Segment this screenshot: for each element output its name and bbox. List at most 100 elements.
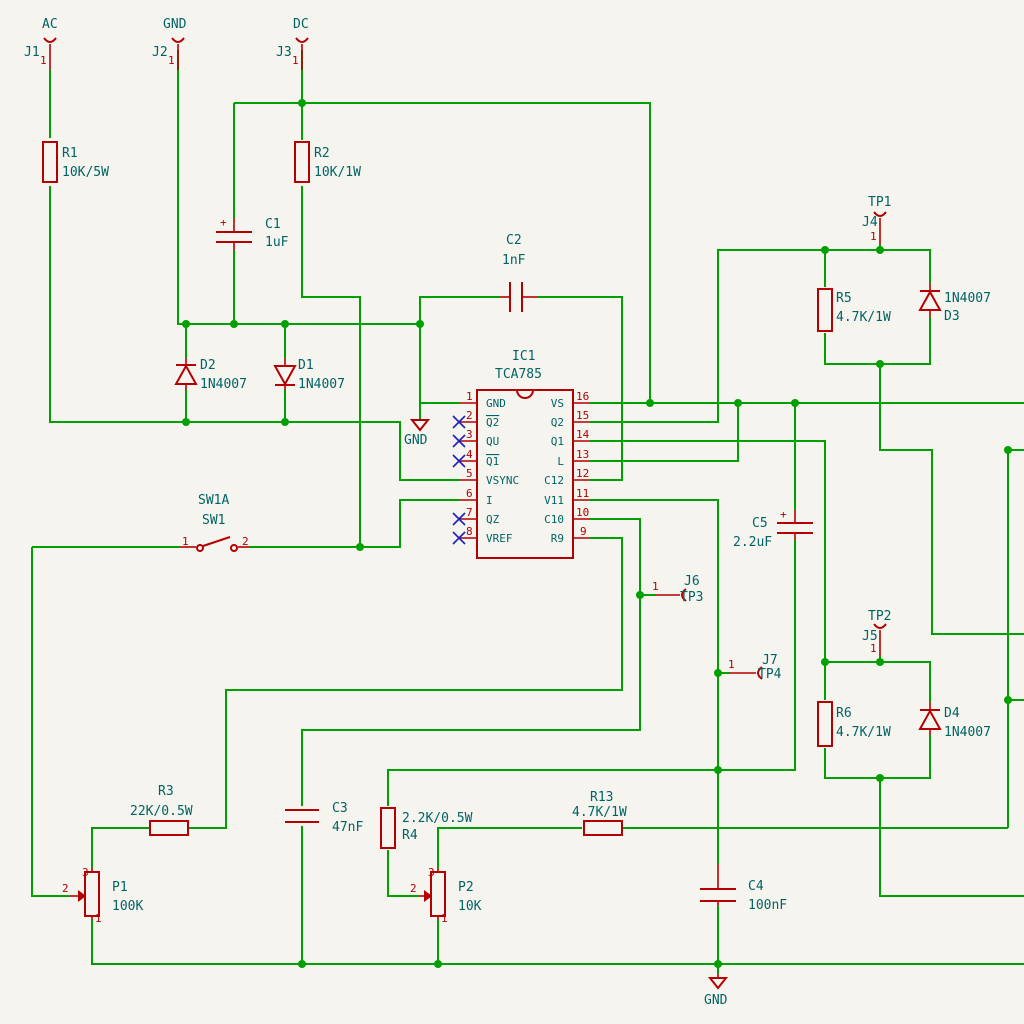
ic-pin-number: 10	[576, 506, 589, 519]
ic-ref: IC1	[512, 349, 535, 364]
resistor-r1[interactable]: R1 10K/5W	[42, 141, 109, 183]
resistor-r4[interactable]: 2.2K/0.5W R4	[380, 807, 473, 849]
resistor-r2[interactable]: R2 10K/1W	[294, 141, 361, 183]
resistor-value: 4.7K/1W	[836, 310, 891, 325]
connector-j3[interactable]: DC J3 1	[276, 17, 309, 70]
resistor-r5[interactable]: R5 4.7K/1W	[817, 288, 891, 332]
capacitor-c1[interactable]: + C1 1uF	[216, 216, 289, 250]
resistor-value: 22K/0.5W	[130, 804, 193, 819]
capacitor-c2[interactable]: C2 1nF	[500, 233, 538, 312]
gnd-label: GND	[404, 433, 428, 448]
connector-ref: J5	[862, 629, 878, 644]
ic-pin-number: 5	[466, 467, 473, 480]
diode-d1[interactable]: D1 1N4007	[273, 358, 345, 392]
resistor-value: 10K/5W	[62, 165, 109, 180]
resistor-r3[interactable]: R3 22K/0.5W	[130, 784, 193, 836]
switch-sw1[interactable]: 1 2 SW1A SW1	[180, 493, 250, 552]
capacitor-value: 1uF	[265, 235, 289, 250]
diode-value: 1N4007	[298, 377, 345, 392]
switch-pin-number: 1	[182, 535, 189, 548]
ic-pin-name: L	[557, 455, 564, 468]
ic-pin-number: 7	[466, 506, 473, 519]
ic-pin-number: 12	[576, 467, 589, 480]
resistor-ref: R13	[590, 790, 613, 805]
ic-pin-name: Q2	[551, 416, 564, 429]
capacitor-value: 47nF	[332, 820, 363, 835]
pot-p2[interactable]: 1 2 3 P2 10K	[410, 866, 482, 925]
diode-value: 1N4007	[944, 291, 991, 306]
connector-j5[interactable]: TP2 J5 1	[862, 609, 891, 656]
junction-dots	[182, 99, 1012, 968]
ic-pin-name: VSYNC	[486, 474, 519, 487]
connector-pin-number: 1	[652, 580, 659, 593]
resistor-ref: R1	[62, 146, 78, 161]
ic-pin-name: C10	[544, 513, 564, 526]
resistor-ref: R2	[314, 146, 330, 161]
ic-pin-number: 2	[466, 409, 473, 422]
ic-pin-number: 15	[576, 409, 589, 422]
ic-pin-number: 3	[466, 428, 473, 441]
diode-ref: D3	[944, 309, 960, 324]
switch-pin-number: 2	[242, 535, 249, 548]
resistor-r13[interactable]: R13 4.7K/1W	[572, 790, 627, 836]
gnd-symbol-ic: GND	[404, 419, 431, 448]
capacitor-ref: C4	[748, 879, 764, 894]
connector-pin-number: 1	[728, 658, 735, 671]
capacitor-c5[interactable]: + C5 2.2uF	[733, 508, 813, 550]
resistor-value: 2.2K/0.5W	[402, 811, 473, 826]
wires	[31, 50, 1024, 974]
ic-pin-name: I	[486, 494, 493, 507]
switch-value: SW1	[202, 513, 225, 528]
connector-j1[interactable]: AC J1 1	[24, 17, 58, 70]
ic-pin-name: V11	[544, 494, 564, 507]
polarity-plus-icon: +	[780, 508, 787, 521]
ic-pin-number: 11	[576, 487, 589, 500]
diode-ref: D2	[200, 358, 216, 373]
pot-ref: P2	[458, 880, 474, 895]
resistor-ref: R6	[836, 706, 852, 721]
capacitor-ref: C3	[332, 801, 348, 816]
connector-j7[interactable]: J7 TP4 1	[728, 653, 782, 682]
resistor-ref: R3	[158, 784, 174, 799]
pot-ref: P1	[112, 880, 128, 895]
connector-net-label: TP1	[868, 195, 891, 210]
connector-ref: J2	[152, 45, 168, 60]
ic-pin-number: 16	[576, 390, 589, 403]
ic-right-pin-lines	[573, 402, 590, 539]
connector-net-label: DC	[293, 17, 309, 32]
connector-pin-number: 1	[40, 54, 47, 67]
pot-pin-number: 1	[95, 912, 102, 925]
ic-pin-number: 13	[576, 448, 589, 461]
diode-d4[interactable]: D4 1N4007	[918, 702, 991, 740]
capacitor-ref: C2	[506, 233, 522, 248]
diode-d2[interactable]: D2 1N4007	[174, 358, 247, 392]
ic-tca785[interactable]: IC1 TCA785 1 2 3 4 5 6	[460, 349, 590, 559]
capacitor-c3[interactable]: C3 47nF	[285, 801, 363, 835]
capacitor-c4[interactable]: C4 100nF	[700, 864, 787, 913]
diode-d3[interactable]: 1N4007 D3	[918, 283, 991, 324]
connector-j2[interactable]: GND J2 1	[152, 17, 187, 70]
ic-left-pin-lines	[460, 402, 477, 539]
ic-pin-name: VREF	[486, 532, 513, 545]
connector-j4[interactable]: TP1 J4 1	[862, 195, 891, 244]
ic-pin-number: 14	[576, 428, 590, 441]
resistor-value: 4.7K/1W	[836, 725, 891, 740]
switch-ref: SW1A	[198, 493, 229, 508]
ic-pin-name: GND	[486, 397, 506, 410]
pot-pin-number: 2	[410, 882, 417, 895]
connector-pin-number: 1	[870, 230, 877, 243]
pot-p1[interactable]: 1 2 3 P1 100K	[62, 866, 143, 925]
resistor-value: 4.7K/1W	[572, 805, 627, 820]
resistor-r6[interactable]: R6 4.7K/1W	[817, 701, 891, 747]
pot-value: 10K	[458, 899, 482, 914]
ic-pin-number: 4	[466, 448, 473, 461]
resistor-value: 10K/1W	[314, 165, 361, 180]
connector-net-label: AC	[42, 17, 58, 32]
ic-value: TCA785	[495, 367, 542, 382]
ic-pin-name: VS	[551, 397, 564, 410]
connector-net-label: TP2	[868, 609, 891, 624]
capacitor-value: 2.2uF	[733, 535, 772, 550]
connector-j6[interactable]: J6 TP3 1	[652, 574, 703, 605]
ic-pin-name: C12	[544, 474, 564, 487]
ic-pin-number: 1	[466, 390, 473, 403]
